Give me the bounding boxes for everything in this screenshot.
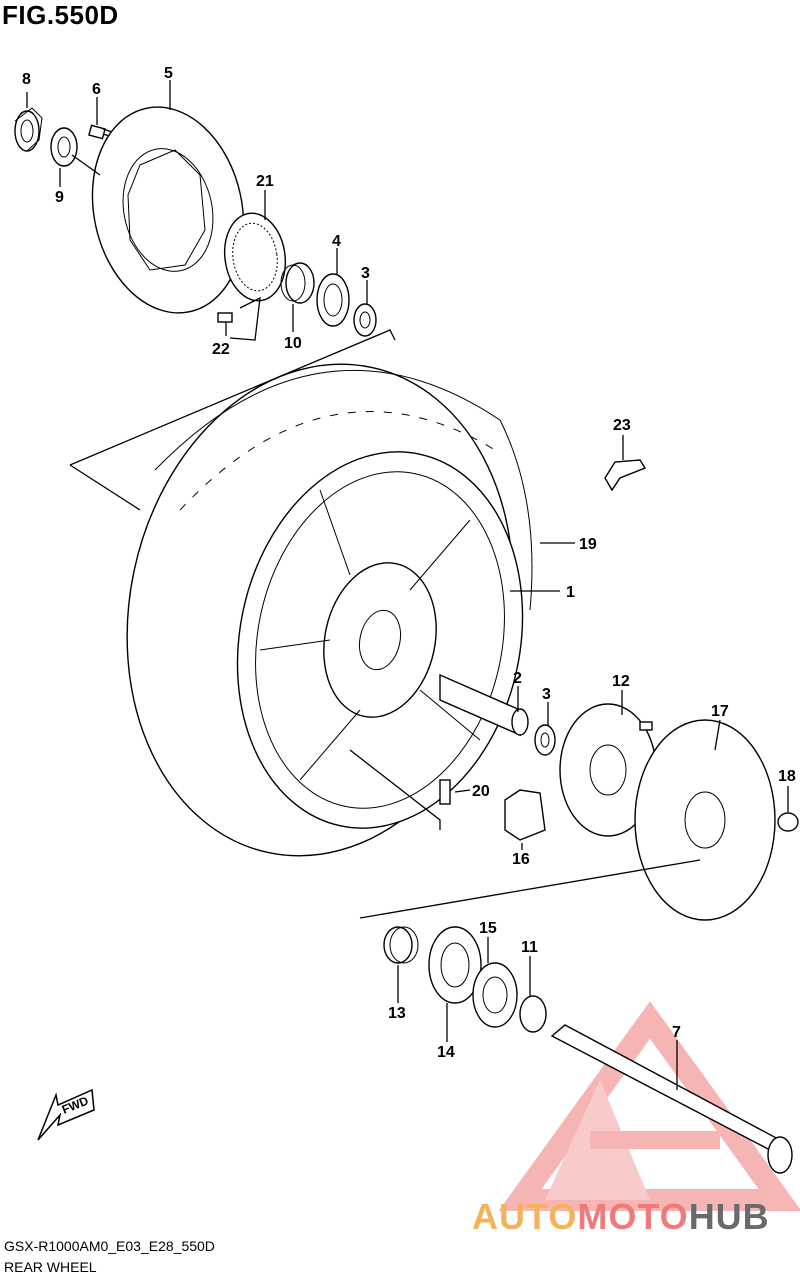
part-21-sensor-rotor <box>223 212 287 302</box>
part-5-brake-disc <box>91 106 245 314</box>
watermark-part1: AUTO <box>472 1196 578 1237</box>
part-18-nut <box>777 812 799 832</box>
part-16-damper <box>504 789 546 841</box>
figure-title: FIG.550D <box>2 0 119 30</box>
callout-labels: 8 6 5 9 21 4 3 22 10 23 19 1 2 3 12 17 1… <box>22 65 796 1061</box>
part-7-axle <box>550 1024 793 1174</box>
part-10-spacer <box>280 262 315 304</box>
callout-5: 5 <box>164 65 173 82</box>
part-20-valve <box>439 779 451 805</box>
callout-21: 21 <box>256 173 274 190</box>
part-15-seal <box>472 962 518 1028</box>
callout-6: 6 <box>92 81 101 98</box>
callout-13: 13 <box>388 1005 406 1022</box>
watermark-brand: AUTOMOTOHUB <box>472 1196 770 1238</box>
callout-11: 11 <box>521 939 538 956</box>
part-4-seal <box>316 273 350 327</box>
watermark-logo <box>498 1001 800 1211</box>
callout-16: 16 <box>512 851 530 868</box>
leader-lines <box>26 80 789 1090</box>
callout-15: 15 <box>479 920 497 937</box>
callout-20: 20 <box>472 783 490 800</box>
part-9-washer <box>50 127 78 167</box>
callout-22: 22 <box>212 341 230 358</box>
callout-17: 17 <box>711 703 729 720</box>
part-1-wheel <box>236 451 524 829</box>
part-2-spacer-tube <box>439 673 529 737</box>
callout-3-lower: 3 <box>542 686 551 703</box>
callout-10: 10 <box>284 335 302 352</box>
callout-12: 12 <box>612 673 630 690</box>
callout-9: 9 <box>55 189 64 206</box>
part-3-bearing-top <box>353 303 377 337</box>
callout-7: 7 <box>672 1024 681 1041</box>
part-8-nut <box>14 107 43 152</box>
part-22-screw <box>217 312 233 323</box>
watermark-part3: HUB <box>688 1196 770 1237</box>
callout-23: 23 <box>613 417 631 434</box>
callout-2: 2 <box>513 670 522 687</box>
callout-14: 14 <box>437 1044 455 1061</box>
part-3-bearing-lower <box>534 724 556 756</box>
footer-name: REAR WHEEL <box>4 1259 97 1275</box>
callout-3-top: 3 <box>361 265 370 282</box>
part-17-sprocket <box>634 719 776 921</box>
callout-8: 8 <box>22 71 31 88</box>
callout-4: 4 <box>332 233 341 250</box>
part-11-spacer <box>519 995 547 1033</box>
part-23-balance-weight <box>604 459 647 492</box>
callout-18: 18 <box>778 768 796 785</box>
watermark-part2: MOTO <box>577 1196 689 1237</box>
callout-19: 19 <box>579 536 597 553</box>
fwd-arrow-icon: FWD <box>37 1088 95 1141</box>
part-14-bearing <box>428 926 482 1004</box>
part-13-spacer <box>383 926 419 964</box>
footer-code: GSX-R1000AM0_E03_E28_550D <box>4 1238 215 1254</box>
callout-1: 1 <box>566 584 575 601</box>
